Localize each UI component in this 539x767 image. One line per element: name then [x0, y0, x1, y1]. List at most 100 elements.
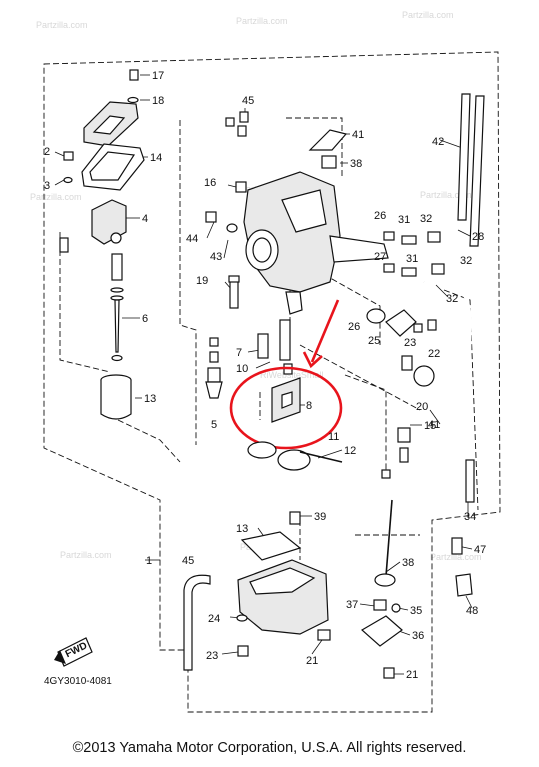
callout-3: 3: [44, 180, 50, 192]
callout-14: 13: [144, 393, 156, 405]
spring-37-top: [321, 155, 337, 169]
watermarks: Partzilla.com Partzilla.com Partzilla.co…: [30, 10, 482, 562]
washer-43: [226, 223, 238, 233]
callout-25: 22: [428, 348, 440, 360]
callout-labels: 17 18 14 2 3 4 6 13 45 41 38 16 44 43 19…: [44, 70, 486, 681]
callout-33: 32: [446, 293, 458, 305]
screws-46: [225, 111, 249, 137]
callout-22: 20: [416, 401, 428, 413]
highlight-arrowhead: [302, 351, 323, 369]
callout-31-bottom-label: 31: [406, 253, 418, 265]
watermark: Partzilla.com: [402, 10, 454, 20]
callout-37-bottom-label: 37: [346, 599, 358, 611]
screw-25: [427, 319, 437, 331]
copyright-footer: ©2013 Yamaha Motor Corporation, U.S.A. A…: [72, 740, 467, 756]
callout-35-label: 35: [410, 605, 422, 617]
callout-46: 45: [242, 95, 254, 107]
callout-41-label: 41: [428, 419, 440, 431]
callout-28: 26: [348, 321, 360, 333]
callout-32-top-label: 32: [420, 213, 432, 225]
callout-10: 10: [236, 363, 248, 375]
callout-43: 43: [210, 251, 222, 263]
hose-41: [423, 280, 452, 515]
needle-valve-5: [205, 337, 223, 399]
washer-26-bottom: [236, 614, 248, 622]
watermark: Partzilla.com: [36, 20, 88, 30]
fittings-30-31-32: [383, 231, 445, 277]
highlight-arrow: [310, 299, 340, 363]
screw-26-top: [413, 323, 423, 333]
callout-31-top-label: 31: [398, 214, 410, 226]
throttle-assembly-4: [59, 199, 127, 253]
o-ring-35: [391, 603, 401, 613]
hose-45: [183, 574, 211, 671]
callout-32-bottom-label: 32: [460, 255, 472, 267]
callout-29: 28: [472, 231, 484, 243]
watermark: Partzilla.com: [60, 550, 112, 560]
callout-26: 23: [404, 337, 416, 349]
callout-7: 7: [236, 347, 242, 359]
callout-8: 8: [306, 400, 312, 412]
screw-18: [129, 69, 139, 81]
clip-48: [455, 573, 473, 597]
watermark: Partzilla.com: [430, 552, 482, 562]
float-11: [247, 441, 311, 471]
callout-23-label: 23: [206, 650, 218, 662]
o-ring-28: [366, 308, 386, 324]
cover-27: [385, 309, 417, 337]
callout-47: 47: [474, 544, 486, 556]
highlight-circle: [229, 366, 343, 450]
pilot-screw-20: [228, 275, 240, 309]
callout-11: 11: [328, 431, 339, 443]
screw-24: [383, 667, 395, 679]
callout-34-label: 34: [464, 511, 476, 523]
throttle-valve-14: [100, 374, 132, 420]
hose-34: [465, 459, 475, 503]
washer-3: [63, 176, 73, 184]
callout-21-label: 21: [306, 655, 318, 667]
pump-rod-38: [374, 499, 396, 587]
callout-24: 21: [406, 669, 418, 681]
pump-cover-36: [360, 615, 403, 647]
screw-2: [63, 151, 74, 161]
callout-45-label: 45: [182, 555, 194, 567]
float-8: [271, 377, 301, 423]
callout-48: 48: [466, 605, 478, 617]
callout-6: 6: [142, 313, 148, 325]
jet-10: [279, 319, 293, 375]
callout-40: 41: [352, 129, 364, 141]
pilot-jet-16: [381, 427, 411, 479]
callout-27: 25: [368, 335, 380, 347]
screw-23: [237, 645, 249, 657]
callout-36-label: 36: [412, 630, 424, 642]
reference-lines: [59, 117, 479, 560]
callout-4: 4: [142, 213, 148, 225]
callout-39-label: 39: [314, 511, 326, 523]
washer-19: [127, 96, 139, 104]
carburetor-top-cap: [81, 101, 145, 191]
hose-33: [435, 280, 472, 458]
callout-44: 44: [186, 233, 198, 245]
callout-37-top: 38: [350, 158, 362, 170]
callout-12: 12: [344, 445, 356, 457]
screw-21: [317, 629, 331, 641]
callout-16: 15: [424, 420, 436, 432]
callout-19: 18: [152, 95, 164, 107]
cap-22: [413, 365, 435, 387]
float-pin-12: [299, 451, 343, 463]
watermark: Partzilla.com: [420, 190, 472, 200]
callout-2: 2: [44, 146, 50, 158]
bracket-40: [308, 129, 348, 151]
fitting-47: [451, 537, 463, 555]
spring-26-mid: [401, 355, 413, 371]
callout-17: 16: [204, 177, 216, 189]
hose-29: [469, 95, 485, 247]
assembly-boundary: [43, 51, 501, 713]
plunger-7: [257, 333, 269, 359]
screw-44: [205, 211, 217, 223]
callout-38-label: 38: [402, 557, 414, 569]
callout-1: 1: [146, 555, 152, 567]
callout-42: 42: [432, 136, 444, 148]
callout-26-bottom: 24: [208, 613, 220, 625]
